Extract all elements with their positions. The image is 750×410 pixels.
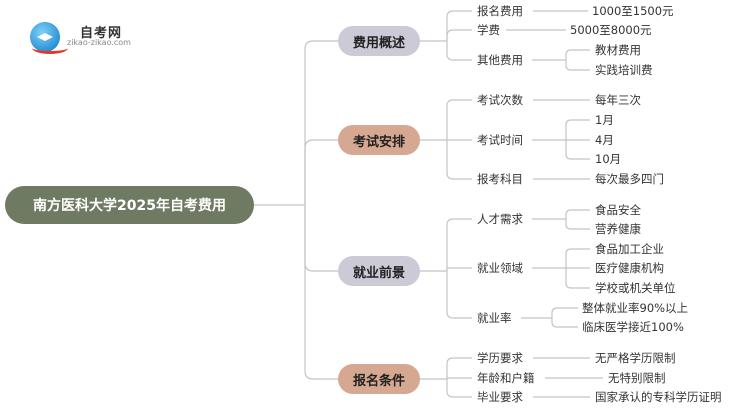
b4-connector-0 bbox=[446, 357, 472, 379]
logo-name: 自考网 bbox=[80, 26, 123, 41]
field-2 bbox=[565, 268, 590, 289]
node-tuition: 学费 bbox=[477, 23, 500, 37]
leaf-exam-subjects-value: 每次最多四门 bbox=[595, 172, 664, 186]
branch-exam-schedule: 考试安排 bbox=[338, 125, 420, 155]
leaf-graduation-value: 国家承认的专科学历证明 bbox=[595, 390, 722, 404]
root-connector-0 bbox=[304, 40, 338, 205]
b2-connector-2 bbox=[446, 140, 472, 180]
exam-time-0 bbox=[565, 119, 590, 140]
leaf-age-residence-value: 无特别限制 bbox=[608, 371, 666, 385]
rate-1 bbox=[551, 318, 578, 328]
branch-employment: 就业前景 bbox=[338, 256, 420, 286]
root-node: 南方医科大学2025年自考费用 bbox=[5, 186, 254, 224]
node-exam-count: 考试次数 bbox=[477, 93, 523, 107]
rate-0 bbox=[551, 307, 578, 318]
node-age-residence: 年龄和户籍 bbox=[477, 371, 535, 385]
other-fees-0 bbox=[565, 49, 590, 60]
leaf-schools-agencies: 学校或机关单位 bbox=[595, 281, 676, 295]
leaf-exam-time-apr: 4月 bbox=[595, 133, 614, 147]
node-education-requirement: 学历要求 bbox=[477, 351, 523, 365]
field-0 bbox=[565, 248, 590, 268]
leaf-textbook-fee: 教材费用 bbox=[595, 43, 641, 57]
leaf-food-safety: 食品安全 bbox=[595, 203, 641, 217]
branch-fee-overview: 费用概述 bbox=[338, 26, 420, 56]
leaf-exam-time-oct: 10月 bbox=[595, 152, 622, 166]
node-exam-time: 考试时间 bbox=[477, 133, 523, 147]
site-logo[interactable]: 自考网 zikao-zikao.com bbox=[30, 20, 180, 54]
exam-time-2 bbox=[565, 140, 590, 160]
leaf-clinical-rate: 临床医学接近100% bbox=[582, 320, 684, 334]
root-connector-1 bbox=[304, 139, 338, 205]
leaf-registration-fee-value: 1000至1500元 bbox=[592, 4, 674, 18]
node-exam-subjects: 报考科目 bbox=[477, 172, 523, 186]
b2-connector-0 bbox=[446, 99, 472, 140]
other-fees-1 bbox=[565, 60, 590, 71]
node-registration-fee: 报名费用 bbox=[477, 4, 523, 18]
leaf-practice-fee: 实践培训费 bbox=[595, 63, 653, 77]
b1-connector-1 bbox=[446, 29, 472, 41]
b3-connector-0 bbox=[446, 218, 472, 271]
talent-1 bbox=[565, 219, 590, 230]
node-talent-demand: 人才需求 bbox=[477, 212, 523, 226]
leaf-tuition-value: 5000至8000元 bbox=[570, 23, 652, 37]
leaf-education-value: 无严格学历限制 bbox=[595, 351, 676, 365]
leaf-medical-institutions: 医疗健康机构 bbox=[595, 261, 664, 275]
logo-url: zikao-zikao.com bbox=[67, 38, 131, 47]
node-other-fees: 其他费用 bbox=[477, 53, 523, 67]
logo-swoosh bbox=[32, 42, 68, 54]
leaf-exam-count-value: 每年三次 bbox=[595, 93, 641, 107]
root-connector-3 bbox=[304, 205, 338, 380]
node-graduation-requirement: 毕业要求 bbox=[477, 390, 523, 404]
node-employment-field: 就业领域 bbox=[477, 261, 523, 275]
talent-0 bbox=[565, 209, 590, 219]
leaf-food-processing: 食品加工企业 bbox=[595, 242, 664, 256]
b3-connector-2 bbox=[446, 271, 472, 319]
leaf-nutrition-health: 营养健康 bbox=[595, 222, 641, 236]
leaf-exam-time-jan: 1月 bbox=[595, 113, 614, 127]
branch-requirements: 报名条件 bbox=[338, 364, 420, 394]
root-connector-2 bbox=[304, 205, 338, 272]
b1-connector-0 bbox=[446, 10, 472, 41]
b4-connector-2 bbox=[446, 379, 472, 398]
b1-connector-2 bbox=[446, 41, 472, 61]
leaf-overall-rate: 整体就业率90%以上 bbox=[582, 301, 689, 315]
node-employment-rate: 就业率 bbox=[477, 311, 512, 325]
